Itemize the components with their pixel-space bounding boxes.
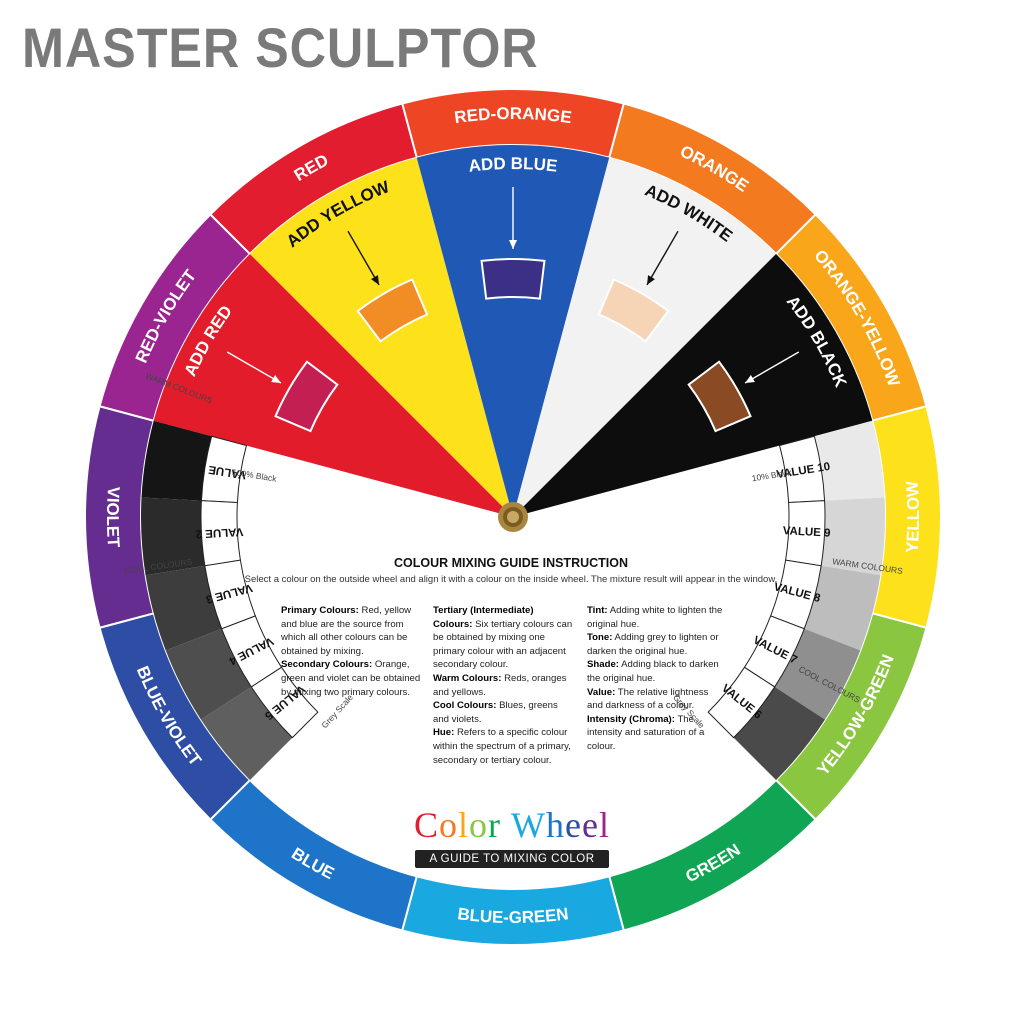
definition-text: Adding black to darken the original hue. <box>587 659 719 684</box>
logo-letter: l <box>458 805 470 845</box>
outer-label-red-orange: RED-ORANGE <box>453 104 573 127</box>
mix-window-add-red <box>274 360 339 433</box>
logo-letter: h <box>546 805 566 845</box>
grey-label-box <box>221 615 283 688</box>
logo-letter: e <box>582 805 599 845</box>
definition-tone-: Tone: Adding grey to lighten or darken t… <box>587 631 727 658</box>
definition-text: Six tertiary colours can be obtained by … <box>433 618 573 671</box>
definition-term: Secondary Colours: <box>281 659 373 671</box>
arrow-head <box>647 275 655 285</box>
definitions-column-2: Tertiary (Intermediate) Colours: Six ter… <box>433 604 573 767</box>
grey-value-value-9: VALUE 9 <box>782 525 830 539</box>
inner-label-add-blue: ADD BLUE <box>468 154 559 176</box>
definition-term: Intensity (Chroma): <box>587 713 675 725</box>
grey-swatch-value-2 <box>140 497 205 576</box>
definition-text: Adding grey to lighten or darken the ori… <box>587 632 719 657</box>
definition-text: Blues, greens and violets. <box>433 700 558 725</box>
grey-swatch-value-7 <box>774 628 861 720</box>
definition-text: The intensity and saturation of a colour… <box>587 713 705 752</box>
definition-term: Shade: <box>587 659 619 671</box>
mix-window-add-white <box>597 278 670 343</box>
definitions-column-1: Primary Colours: Red, yellow and blue ar… <box>281 604 421 699</box>
definition-text: Refers to a specific colour within the s… <box>433 727 571 766</box>
definitions-column-3: Tint: Adding white to lighten the origin… <box>587 604 727 754</box>
definition-term: Cool Colours: <box>433 700 497 712</box>
definition-text: Reds, oranges and yellows. <box>433 672 567 698</box>
outer-label-yellow: YELLOW <box>902 479 923 553</box>
definition-primary-colours-: Primary Colours: Red, yellow and blue ar… <box>281 604 421 658</box>
center-rivet <box>498 502 528 532</box>
arrow-head <box>509 240 517 249</box>
definition-tertiary-intermediate-colours-: Tertiary (Intermediate) Colours: Six ter… <box>433 604 573 672</box>
arrow-head <box>271 375 281 383</box>
definition-text: Orange, green and violet can be obtained… <box>281 659 421 698</box>
arrow-add-white <box>646 230 679 286</box>
definition-text: Red, yellow and blue are the source from… <box>281 605 412 657</box>
definition-text: The relative lightness and darkness of a… <box>587 686 709 712</box>
arrow-add-red <box>226 351 282 384</box>
mix-window-add-yellow <box>356 278 429 343</box>
grey-swatch-value-8 <box>804 565 881 651</box>
mix-window-add-black <box>687 360 752 433</box>
definition-shade-: Shade: Adding black to darken the origin… <box>587 658 727 685</box>
definition-hue-: Hue: Refers to a specific colour within … <box>433 726 573 767</box>
definition-term: Primary Colours: <box>281 605 359 616</box>
grey-swatch-value-9 <box>821 497 885 576</box>
grey-swatch-value-1 <box>141 420 212 501</box>
grey-label-box <box>204 559 256 630</box>
outer-label-blue-green: BLUE-GREEN <box>456 904 569 927</box>
grey-swatch-value-5 <box>201 686 293 781</box>
outer-ring: RED-ORANGEORANGEORANGE-YELLOWYELLOWYELLO… <box>84 88 942 946</box>
logo-letter: o <box>439 805 459 845</box>
logo-letter: r <box>488 805 502 845</box>
grey-label-box <box>200 435 248 504</box>
definition-warm-colours-: Warm Colours: Reds, oranges and yellows. <box>433 672 573 699</box>
brand-title: MASTER SCULPTOR <box>22 16 539 79</box>
grey-swatch-value-4 <box>165 628 252 720</box>
grey-label-box <box>250 666 319 739</box>
arrow-add-yellow <box>347 230 380 286</box>
color-wheel-logo: Color Wheel A GUIDE TO MIXING COLOR <box>372 805 652 868</box>
definition-cool-colours-: Cool Colours: Blues, greens and violets. <box>433 699 573 726</box>
logo-tagline: A GUIDE TO MIXING COLOR <box>415 849 609 868</box>
definition-term: Tertiary (Intermediate) Colours: <box>433 605 534 630</box>
definition-term: Warm Colours: <box>433 672 502 684</box>
definition-tint-: Tint: Adding white to lighten the origin… <box>587 604 727 631</box>
definition-term: Tint: <box>587 605 608 616</box>
grey-label-box <box>707 666 776 739</box>
logo-letter: e <box>565 805 582 845</box>
definition-term: Value: <box>587 686 616 698</box>
logo-letter: l <box>598 805 610 845</box>
definition-value-: Value: The relative lightness and darkne… <box>587 686 727 713</box>
mix-window-add-blue <box>480 258 546 300</box>
arrow-head <box>745 375 755 383</box>
arrow-head <box>371 275 379 285</box>
logo-letter: C <box>414 805 440 845</box>
grey-label-box <box>200 500 241 567</box>
logo-title: Color Wheel <box>372 805 652 846</box>
definition-term: Hue: <box>433 727 455 739</box>
grey-swatch-value-3 <box>145 565 222 651</box>
logo-letter <box>501 805 511 845</box>
instructions-subtitle: Select a colour on the outside wheel and… <box>244 574 778 585</box>
grey-swatch-value-10 <box>814 420 885 501</box>
grey-swatch-value-6 <box>733 686 825 781</box>
logo-letter: o <box>469 805 489 845</box>
instructions-title: COLOUR MIXING GUIDE INSTRUCTION <box>393 556 629 570</box>
logo-letter: W <box>511 805 547 845</box>
definition-secondary-colours-: Secondary Colours: Orange, green and vio… <box>281 658 421 699</box>
outer-label-violet: VIOLET <box>103 486 123 548</box>
inner-sector-add-blue <box>416 145 610 517</box>
arrow-add-black <box>744 351 800 384</box>
definition-term: Tone: <box>587 632 613 644</box>
definition-intensity-chroma-: Intensity (Chroma): The intensity and sa… <box>587 713 727 754</box>
grey-value-value-2: VALUE 2 <box>195 525 243 539</box>
instructions-header: COLOUR MIXING GUIDE INSTRUCTION Select a… <box>230 556 792 585</box>
definition-text: Adding white to lighten the original hue… <box>587 605 723 630</box>
